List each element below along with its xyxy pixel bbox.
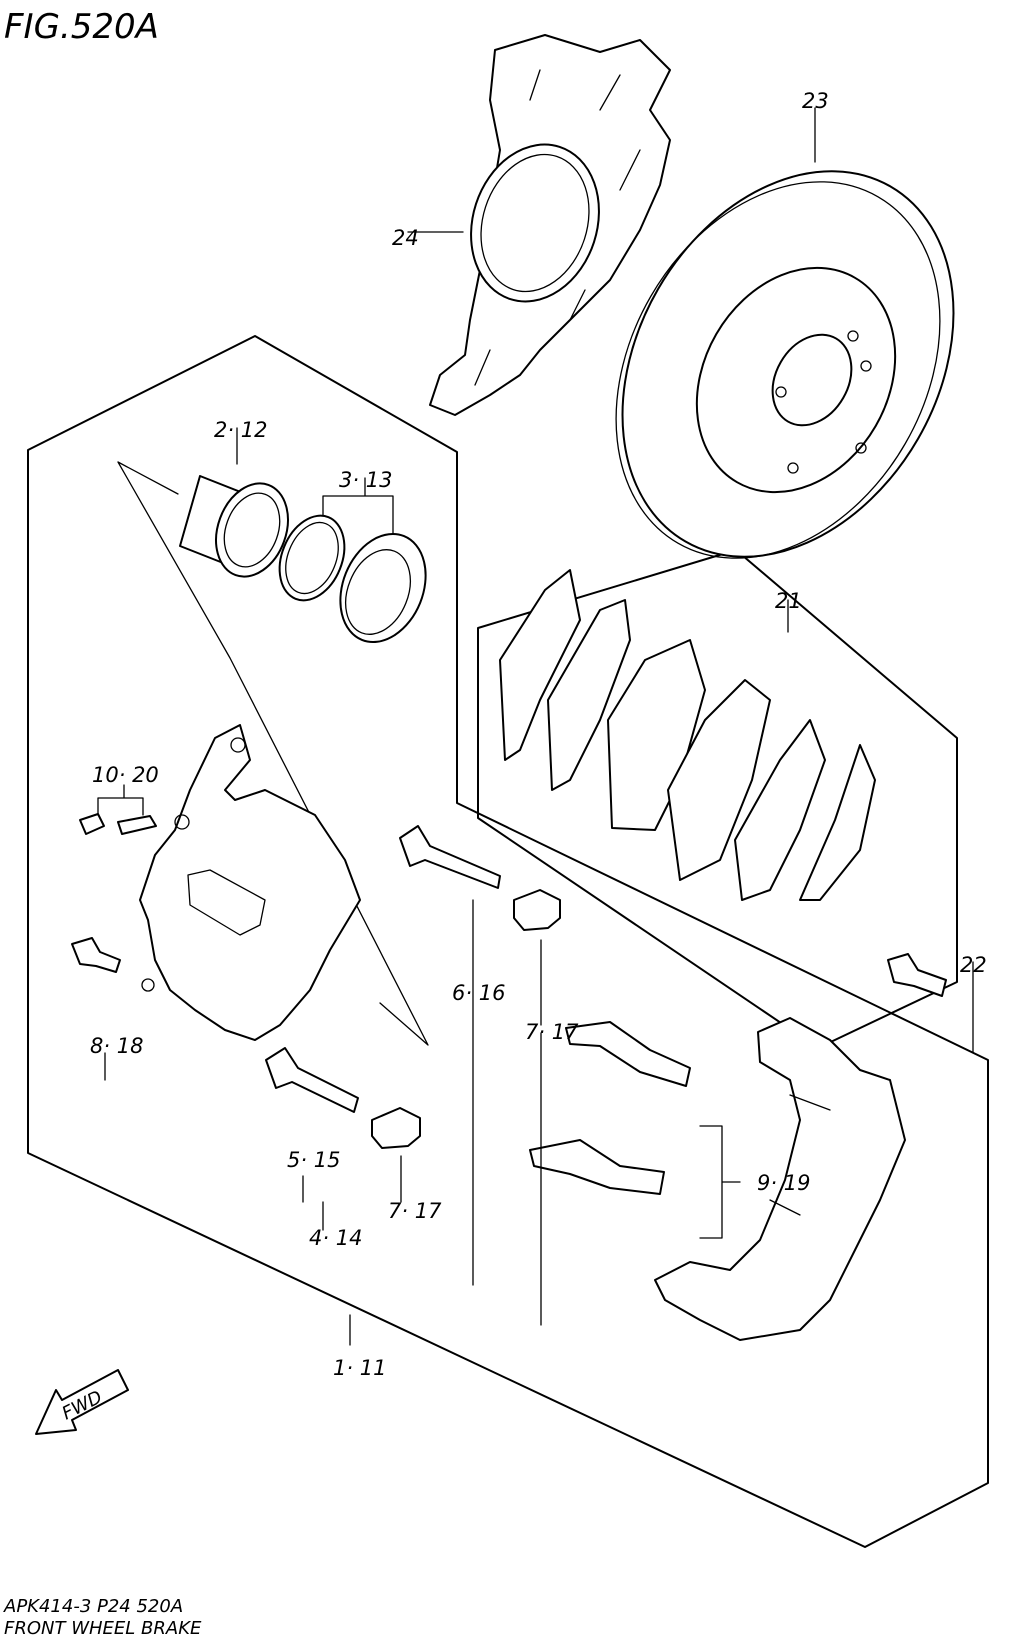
figure-title: FIG.520A (4, 7, 159, 47)
pad-clips (529, 1021, 691, 1195)
caliper-body (139, 724, 361, 1041)
guide-pin-lower (265, 1047, 359, 1113)
piston (179, 475, 289, 578)
callout-23: 23 (802, 89, 829, 113)
callout-21: 21 (775, 589, 802, 613)
callout-5-15: 5· 15 (287, 1148, 340, 1172)
callout-8-18: 8· 18 (90, 1034, 143, 1058)
guide-pin-upper (399, 825, 501, 889)
callout-3-13: 3· 13 (339, 468, 392, 492)
pin-boot-upper (513, 889, 561, 931)
footer-code: APK414-3 P24 520A (3, 1596, 183, 1617)
callout-9-19: 9· 19 (757, 1171, 810, 1195)
bracket-bolt (887, 953, 947, 997)
brake-pad-set (499, 569, 876, 901)
callout-6-16: 6· 16 (452, 981, 505, 1005)
caliper-assembly-frame (27, 335, 989, 1548)
callout-2-12: 2· 12 (214, 418, 267, 442)
callout-7-17-lower: 7· 17 (388, 1199, 442, 1223)
fwd-arrow: FWD (35, 1369, 129, 1435)
backing-plate (429, 34, 671, 416)
callout-7-17-upper: 7· 17 (525, 1020, 579, 1044)
callout-24: 24 (392, 226, 419, 250)
callout-4-14: 4· 14 (309, 1226, 362, 1250)
pin-boot-lower (371, 1107, 421, 1149)
bleeder-cap-and-screw (79, 813, 157, 835)
callout-1-11: 1· 11 (333, 1356, 386, 1380)
brake-disc (615, 170, 955, 559)
caliper-bracket (654, 1017, 906, 1341)
footer-caption: FRONT WHEEL BRAKE (4, 1618, 202, 1637)
callout-22: 22 (960, 953, 987, 977)
leader-lines (97, 107, 974, 1346)
callout-10-20: 10· 20 (92, 763, 159, 787)
caliper-bolt (71, 937, 121, 973)
piston-seal-and-boot (278, 514, 427, 644)
